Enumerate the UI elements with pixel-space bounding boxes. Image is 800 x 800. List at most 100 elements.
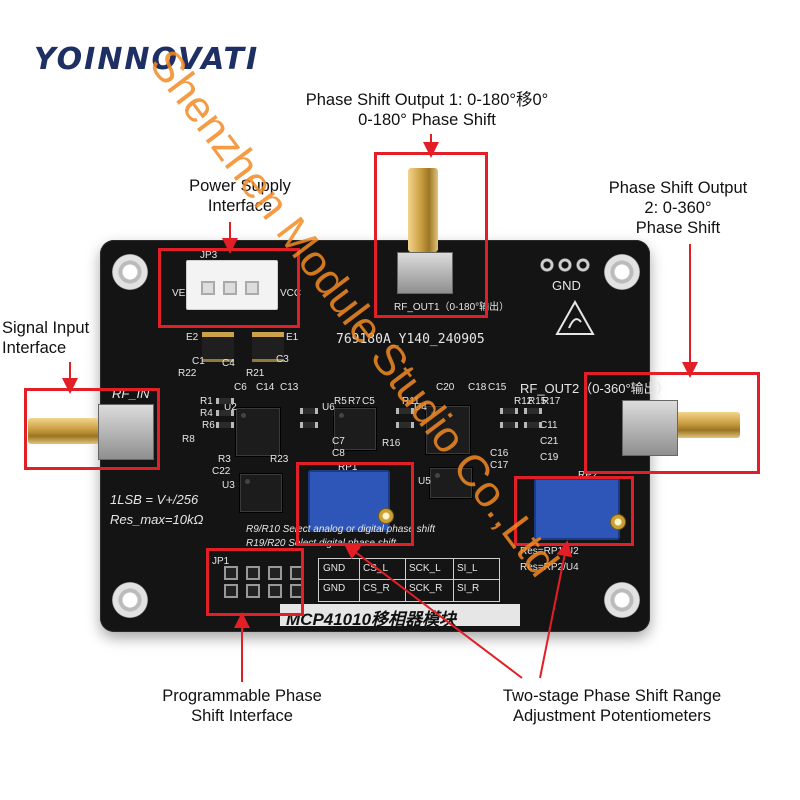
ic-u6 [334, 408, 376, 450]
label-c13: C13 [280, 382, 299, 393]
callout-prog-line2: Shift Interface [191, 707, 293, 725]
pin-label-sck-l: SCK_L [409, 563, 441, 574]
esd-warning-icon [555, 300, 595, 335]
label-res-rp1: Res=RP1/U2 [520, 546, 579, 557]
pin-label-sck-r: SCK_R [409, 583, 443, 594]
callout-phase-output-2-line1: Phase Shift Output [608, 179, 748, 197]
callout-power-line2: Interface [207, 197, 273, 215]
callout-signal-line2: Interface [2, 339, 67, 357]
label-res-max: Res_max=10kΩ [110, 512, 204, 527]
mounting-hole-top-left [112, 254, 148, 290]
pin-label-gnd-1: GND [323, 563, 346, 574]
label-r21: R21 [246, 368, 265, 379]
callout-phase-output-1: Phase Shift Output 1: 0-180°移0° 0-180° P… [262, 90, 592, 130]
power-pin-1 [201, 281, 215, 295]
label-c18: C18 [468, 382, 487, 393]
label-c7: C7 [332, 436, 345, 447]
rf-out2-sma-connector[interactable] [676, 412, 740, 438]
gnd-pad-3 [576, 258, 590, 272]
label-rp1: RP1 [338, 462, 358, 473]
jp1-pin-1 [224, 566, 238, 580]
callout-signal-line1: Signal Input [2, 319, 90, 337]
label-c19: C19 [540, 452, 559, 463]
label-note-r9-r10: R9/R10 Select analog or digital phase sh… [246, 524, 436, 535]
rf-out2-connector-base [622, 400, 678, 456]
label-r4: R4 [200, 408, 213, 419]
smd-part-11 [524, 422, 542, 428]
callout-prog-line1: Programmable Phase [162, 687, 322, 705]
pin-label-si-r: SI_R [457, 583, 480, 594]
label-u6: U6 [322, 402, 335, 413]
label-c4: C4 [222, 358, 235, 369]
smd-part-4 [300, 408, 318, 414]
mounting-hole-bottom-left [112, 582, 148, 618]
smd-part-1 [216, 398, 234, 404]
arrow-potentiometer-2 [539, 540, 573, 679]
potentiometer-rp1[interactable] [308, 470, 394, 532]
potentiometer-rp2[interactable] [534, 478, 626, 540]
label-r8: R8 [182, 434, 195, 445]
label-c6: C6 [234, 382, 247, 393]
smd-part-7 [396, 422, 414, 428]
jp1-pin-3 [268, 566, 282, 580]
highlight-phase-output-2 [584, 372, 760, 474]
callout-phase-output-1-line2: 0-180° Phase Shift [358, 111, 496, 129]
callout-phase-output-2-line2: 2: 0-360° [644, 199, 712, 217]
brand-logo: YOINNOVATI [34, 42, 260, 77]
gnd-pad-1 [540, 258, 554, 272]
rf-in-sma-connector[interactable] [28, 418, 102, 444]
smd-part-6 [396, 408, 414, 414]
label-vcc: VCC [280, 288, 302, 299]
jp1-pin-2 [246, 566, 260, 580]
label-r7: R7 [348, 396, 361, 407]
label-r1: R1 [200, 396, 213, 407]
smd-part-3 [216, 422, 234, 428]
callout-phase-output-2: Phase Shift Output 2: 0-360° Phase Shift [578, 178, 778, 238]
capacitor-e2 [202, 332, 234, 362]
smd-part-2 [216, 410, 234, 416]
highlight-programmable-interface [206, 548, 304, 616]
label-rp2: RP2 [578, 470, 598, 481]
label-u5: U5 [418, 476, 431, 487]
power-pin-3 [245, 281, 259, 295]
pin-table-divider-v1 [359, 559, 360, 601]
pin-label-gnd-2: GND [323, 583, 346, 594]
label-c14: C14 [256, 382, 275, 393]
arrow-potentiometer-1 [343, 543, 523, 679]
callout-power-supply: Power Supply Interface [160, 176, 320, 216]
label-c1: C1 [192, 356, 205, 367]
label-r5: R5 [334, 396, 347, 407]
label-c5: C5 [362, 396, 375, 407]
label-e2: E2 [186, 332, 199, 343]
label-r6: R6 [202, 420, 215, 431]
label-c16: C16 [490, 448, 509, 459]
label-jp1: JP1 [212, 556, 230, 567]
ic-u4 [426, 406, 470, 454]
ic-u2 [236, 408, 280, 456]
callout-pots-line2: Adjustment Potentiometers [512, 707, 712, 725]
callout-pots-line1: Two-stage Phase Shift Range [502, 687, 722, 705]
label-r23: R23 [270, 454, 289, 465]
label-c11: C11 [540, 420, 558, 431]
pin-table-divider-v2 [405, 559, 406, 601]
mounting-hole-top-right [604, 254, 640, 290]
power-connector [186, 260, 278, 310]
gnd-pad-2 [558, 258, 572, 272]
label-ve: VE [172, 288, 186, 299]
label-c22: C22 [212, 466, 231, 477]
label-r22: R22 [178, 368, 197, 379]
rf-out1-sma-connector[interactable] [408, 168, 438, 252]
rp1-adjust-screw-icon[interactable] [378, 508, 394, 524]
label-lsb: 1LSB = V+/256 [110, 492, 199, 507]
power-pin-2 [223, 281, 237, 295]
label-u2: U2 [224, 402, 237, 413]
smd-part-10 [524, 408, 542, 414]
rf-out1-connector-base [397, 252, 453, 294]
callout-power-line1: Power Supply [189, 177, 291, 195]
board-title: MCP41010移相器模块 [286, 610, 457, 629]
label-c17: C17 [490, 460, 509, 471]
rp2-adjust-screw-icon[interactable] [610, 514, 626, 530]
label-c3: C3 [276, 354, 289, 365]
label-r15: R15 [528, 396, 547, 407]
